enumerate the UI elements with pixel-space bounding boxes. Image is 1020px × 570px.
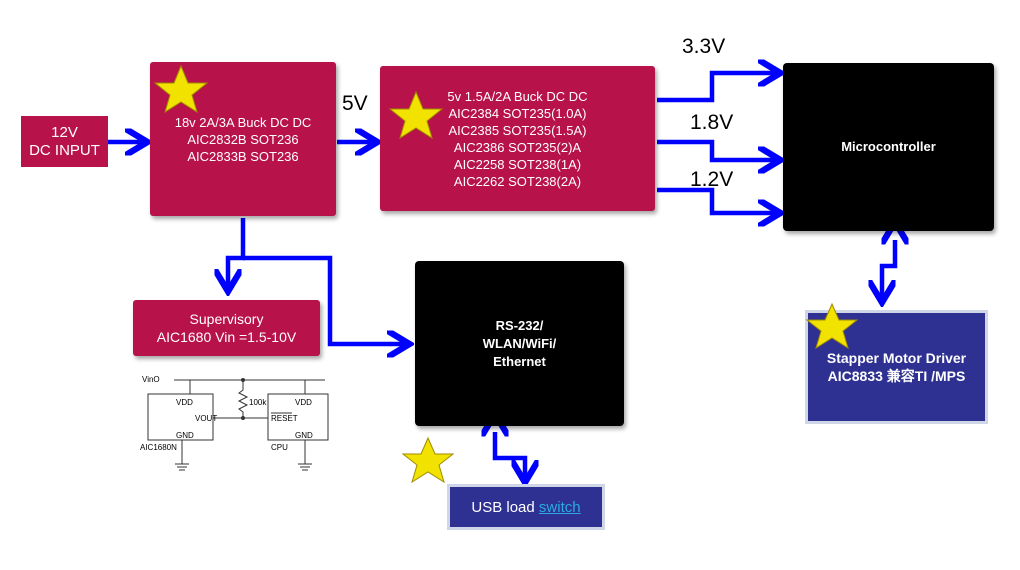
schem-vdd1-label: VDD — [176, 398, 193, 407]
buck2-line1: 5v 1.5A/2A Buck DC DC — [447, 88, 588, 104]
microcontroller-label: Microcontroller — [841, 139, 936, 154]
microcontroller-block: Microcontroller — [783, 63, 994, 231]
buck1-line2: AIC2832B SOT236 — [187, 131, 299, 147]
usb-switch-link[interactable]: switch — [538, 498, 581, 516]
voltage-1v2-label: 1.2V — [690, 168, 734, 191]
comms-line1: RS-232/ — [495, 317, 544, 333]
schem-reset-label: RESET — [271, 414, 298, 423]
buck2-line3: AIC2385 SOT235(1.5A) — [448, 122, 587, 138]
arrow-mcu-motor — [882, 240, 895, 298]
star-icon — [153, 64, 209, 114]
comms-line3: Ethernet — [493, 353, 546, 369]
dc-input-block: 12V DC INPUT — [21, 116, 108, 167]
arrow-comms-usb — [495, 432, 525, 478]
arrow-1v8 — [657, 139, 776, 160]
voltage-3v3-label: 3.3V — [682, 35, 726, 58]
star-icon — [388, 90, 444, 140]
buck1-line3: AIC2833B SOT236 — [187, 148, 299, 164]
usb-switch-block: USB load switch — [447, 484, 605, 530]
buck2-line5: AIC2258 SOT238(1A) — [453, 156, 582, 172]
star-icon — [401, 436, 455, 484]
supervisor-schematic: VinO VDD VOUT GND AIC1680N 100k VDD RESE… — [140, 375, 329, 471]
motor-line1: Stapper Motor Driver — [826, 350, 967, 366]
schem-vout-label: VOUT — [195, 414, 217, 423]
dc-input-line1: 12V — [51, 123, 78, 141]
arrow-buck1-to-supervisory — [228, 218, 246, 287]
usb-label: USB load — [471, 498, 539, 516]
schem-part2-label: CPU — [271, 443, 288, 452]
comms-block: RS-232/ WLAN/WiFi/ Ethernet — [415, 261, 624, 426]
comms-line2: WLAN/WiFi/ — [482, 335, 557, 351]
voltage-1v8-label: 1.8V — [690, 111, 734, 134]
schem-res-label: 100k — [249, 398, 267, 407]
arrow-1v2 — [657, 187, 776, 213]
dc-input-line2: DC INPUT — [29, 141, 100, 159]
buck2-line6: AIC2262 SOT238(2A) — [453, 173, 582, 189]
motor-line2: AIC8833 兼容TI /MPS — [827, 368, 966, 384]
schem-gnd2-label: GND — [295, 431, 313, 440]
schem-vdd2-label: VDD — [295, 398, 312, 407]
arrow-buck1-to-comms — [243, 255, 405, 344]
star-icon — [805, 302, 859, 350]
buck2-line4: AIC2386 SOT235(2)A — [453, 139, 582, 155]
schem-gnd1-label: GND — [176, 431, 194, 440]
schem-vin-label: VinO — [142, 375, 160, 384]
supervisory-block: Supervisory AIC1680 Vin =1.5-10V — [133, 300, 320, 356]
buck2-line2: AIC2384 SOT235(1.0A) — [448, 105, 587, 121]
supervisory-line1: Supervisory — [189, 311, 264, 327]
supervisory-line2: AIC1680 Vin =1.5-10V — [156, 329, 297, 345]
arrow-3v3 — [657, 73, 776, 103]
schem-part1-label: AIC1680N — [140, 443, 177, 452]
voltage-5v-label: 5V — [342, 92, 368, 115]
buck2-block: 5v 1.5A/2A Buck DC DC AIC2384 SOT235(1.0… — [380, 66, 655, 211]
buck1-line1: 18v 2A/3A Buck DC DC — [174, 114, 312, 130]
